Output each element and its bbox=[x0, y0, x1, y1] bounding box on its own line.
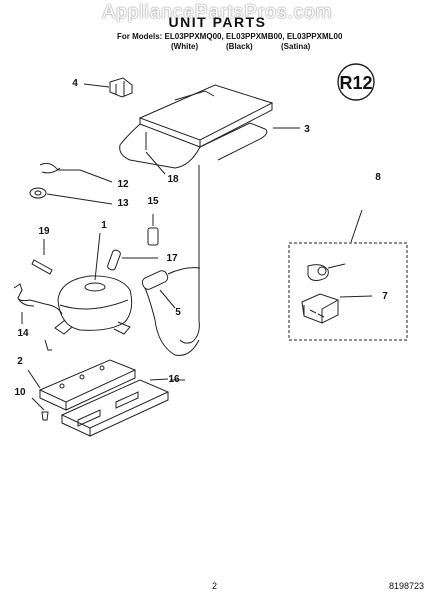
callout-16: 16 bbox=[168, 374, 180, 385]
badge-text: R12 bbox=[339, 73, 372, 93]
page-title: UNIT PARTS bbox=[168, 14, 267, 30]
callout-10: 10 bbox=[14, 387, 26, 398]
part-screw bbox=[31, 397, 49, 421]
refrigerant-badge: R12 bbox=[337, 63, 375, 101]
watermark: AppliancePartsPros.com bbox=[102, 2, 333, 23]
callout-8: 8 bbox=[375, 172, 381, 183]
callout-5: 5 bbox=[175, 307, 181, 318]
callout-2: 2 bbox=[17, 356, 23, 367]
part-rail bbox=[27, 339, 137, 411]
part-base bbox=[60, 379, 185, 437]
part-filter-drier bbox=[141, 267, 201, 356]
callout-15: 15 bbox=[147, 196, 159, 207]
models-line: For Models: EL03PPXMQ00, EL03PPXMB00, EL… bbox=[117, 32, 343, 41]
variant-black: (Black) bbox=[226, 42, 253, 51]
callout-17: 17 bbox=[166, 253, 178, 264]
part-evaporator bbox=[119, 84, 300, 344]
callout-18: 18 bbox=[167, 174, 179, 185]
part-sensor-bulb bbox=[39, 162, 113, 183]
callout-4: 4 bbox=[72, 78, 78, 89]
callout-1: 1 bbox=[101, 220, 107, 231]
part-compressor bbox=[54, 232, 133, 335]
part-cap-15 bbox=[147, 214, 159, 246]
callout-3: 3 bbox=[304, 124, 310, 135]
variant-satina: (Satina) bbox=[281, 42, 311, 51]
part-washer bbox=[29, 187, 113, 205]
callout-14: 14 bbox=[17, 328, 29, 339]
electrical-group bbox=[288, 209, 408, 341]
part-tubing bbox=[13, 283, 63, 324]
callout-13: 13 bbox=[117, 198, 129, 209]
callout-19: 19 bbox=[38, 226, 50, 237]
callout-12: 12 bbox=[117, 179, 129, 190]
part-clip bbox=[83, 77, 133, 98]
page-number: 2 bbox=[212, 581, 218, 591]
part-bolt bbox=[31, 239, 53, 275]
part-tube-17 bbox=[107, 249, 158, 271]
variant-white: (White) bbox=[171, 42, 199, 51]
document-number: 8198723 bbox=[389, 581, 425, 591]
callout-7: 7 bbox=[382, 291, 388, 302]
